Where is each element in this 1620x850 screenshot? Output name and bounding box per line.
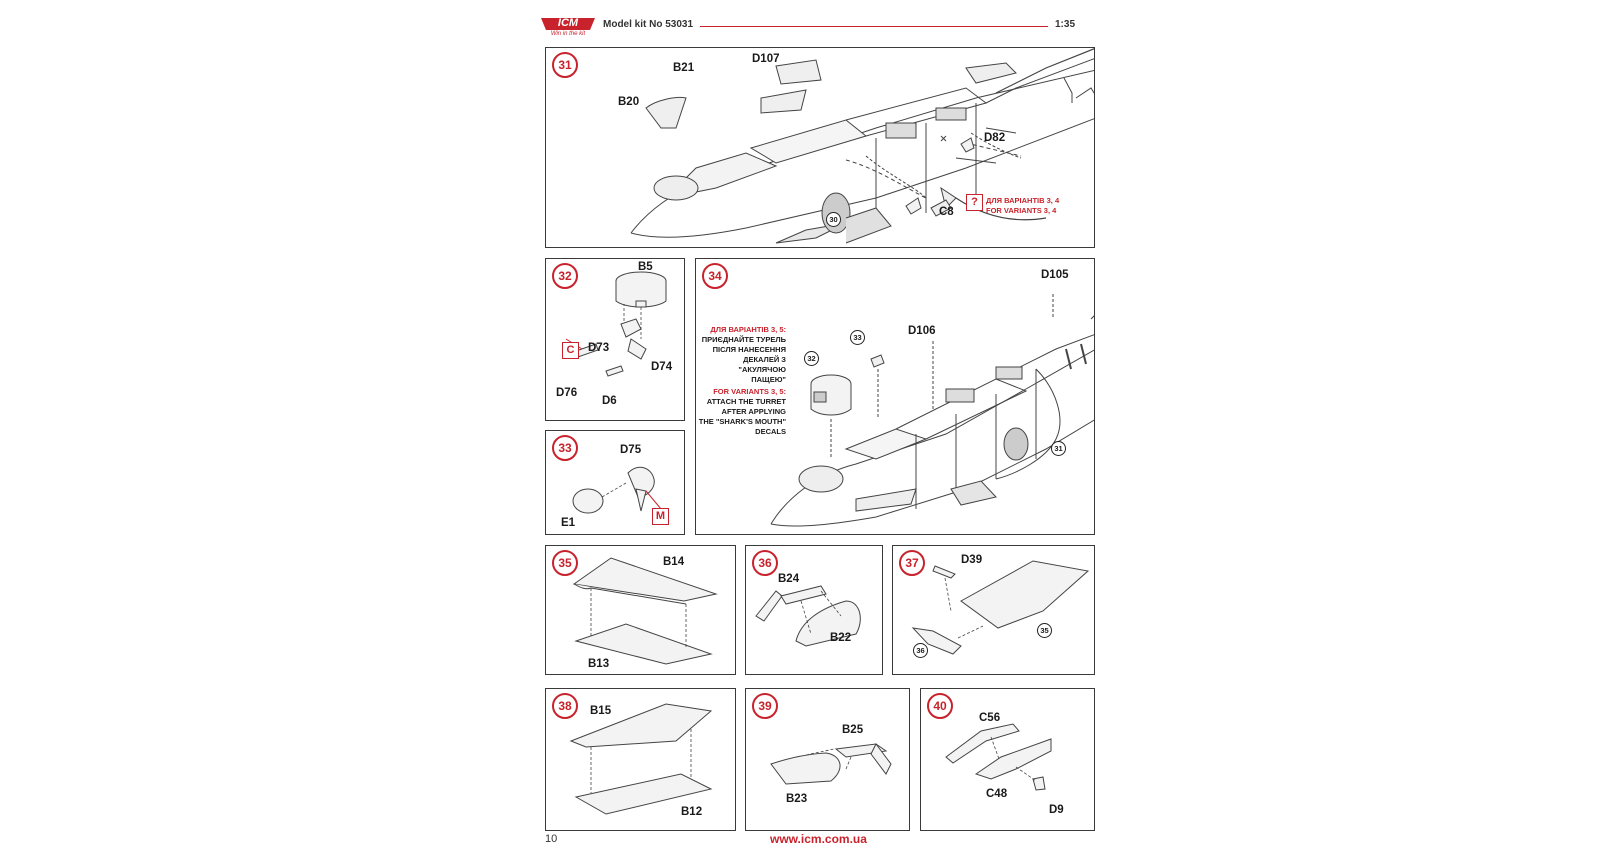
ref-step-36: 36 (913, 643, 928, 658)
part-label-b12: B12 (681, 806, 703, 818)
step-39-panel: 39 B25 B23 (745, 688, 910, 831)
step-35-panel: 35 B14 B13 (545, 545, 736, 675)
part-label-c8: C8 (939, 206, 954, 218)
part-label-c48: C48 (986, 788, 1008, 800)
part-label-d76: D76 (556, 387, 578, 399)
step-35-drawing (572, 557, 718, 665)
part-label-d73: D73 (588, 342, 610, 354)
part-label-b20: B20 (618, 96, 640, 108)
ref-step-33: 33 (850, 330, 865, 345)
step-32-panel: 32 B5 D73 D74 D76 D6 C (545, 258, 685, 421)
ref-step-32: 32 (804, 351, 819, 366)
part-label-d75: D75 (620, 444, 642, 456)
turret-note-en-line: DECALS (755, 427, 786, 436)
step-40-panel: 40 C56 C48 D9 (920, 688, 1095, 831)
part-label-d74: D74 (651, 361, 673, 373)
part-label-d39: D39 (961, 554, 983, 566)
step-32-drawing (565, 271, 667, 377)
part-label-d107: D107 (752, 53, 780, 65)
step-36-drawing (755, 585, 861, 647)
turret-note-ua-line: ПРИЄДНАЙТЕ ТУРЕЛЬ (701, 335, 786, 344)
turret-note-ua-line: ДЕКАЛЕЙ З "АКУЛЯЧОЮ (738, 355, 786, 374)
part-label-d9: D9 (1049, 804, 1064, 816)
part-label-d82: D82 (984, 132, 1006, 144)
turret-note-ua-line: ПАЩЕЮ" (751, 375, 786, 384)
color-code-box: C (562, 342, 579, 359)
step-38-panel: 38 B15 B12 (545, 688, 736, 831)
part-label-b13: B13 (588, 658, 610, 670)
part-label-b5: B5 (638, 261, 653, 273)
step-36-panel: 36 B24 B22 (745, 545, 883, 675)
step-37-panel: 37 D39 35 36 (892, 545, 1095, 675)
step-32-number: 32 (552, 263, 578, 289)
part-label-e1: E1 (561, 517, 576, 529)
turret-note-en-line: ATTACH THE TURRET (706, 397, 786, 406)
part-label-d106: D106 (908, 325, 936, 337)
step-37-drawing (911, 560, 1090, 655)
step-37-number: 37 (899, 550, 925, 576)
step-31-panel: 31 B21 D107 B20 D82 C8 30 ? ДЛЯ ВАРІАНТІ… (545, 47, 1095, 248)
header-rule (700, 26, 1048, 27)
part-label-b14: B14 (663, 556, 685, 568)
kit-label: Model kit No 53031 (603, 19, 694, 30)
step-31-drawing (630, 48, 1094, 244)
step-40-number: 40 (927, 693, 953, 719)
brand-logo: ICM Win in the kit (538, 14, 598, 42)
step-34-number: 34 (702, 263, 728, 289)
step-34-drawing (770, 294, 1094, 527)
part-label-b15: B15 (590, 705, 612, 717)
turret-note-ua-title: ДЛЯ ВАРІАНТІВ 3, 5: (710, 325, 786, 334)
step-39-number: 39 (752, 693, 778, 719)
step-38-number: 38 (552, 693, 578, 719)
part-label-b24: B24 (778, 573, 800, 585)
turret-note-en-line: AFTER APPLYING (721, 407, 786, 416)
step-35-number: 35 (552, 550, 578, 576)
part-label-b22: B22 (830, 632, 852, 644)
turret-note: ДЛЯ ВАРІАНТІВ 3, 5: ПРИЄДНАЙТЕ ТУРЕЛЬ ПІ… (696, 325, 786, 437)
ref-step-30: 30 (826, 212, 841, 227)
step-40-drawing (945, 723, 1052, 791)
step-31-number: 31 (552, 52, 578, 78)
turret-note-ua-line: ПІСЛЯ НАНЕСЕННЯ (712, 345, 786, 354)
part-label-d6: D6 (602, 395, 617, 407)
part-label-b25: B25 (842, 724, 864, 736)
turret-note-en-title: FOR VARIANTS 3, 5: (713, 387, 786, 396)
info-icon-box: ? (966, 194, 983, 211)
part-label-b23: B23 (786, 793, 808, 805)
website-link[interactable]: www.icm.com.ua (770, 832, 867, 846)
variant-note-ua: ДЛЯ ВАРІАНТІВ 3, 4 (986, 196, 1060, 205)
step-33-drawing (572, 466, 662, 514)
step-34-panel: 34 D105 D106 33 32 31 ДЛЯ ВАРІАНТІВ 3, 5… (695, 258, 1095, 535)
brand-tagline: Win in the kit (550, 31, 586, 37)
part-label-d105: D105 (1041, 269, 1069, 281)
variant-note-en: FOR VARIANTS 3, 4 (986, 206, 1057, 215)
step-39-drawing (770, 743, 892, 785)
part-label-c56: C56 (979, 712, 1001, 724)
step-33-panel: 33 D75 E1 M (545, 430, 685, 535)
step-36-number: 36 (752, 550, 778, 576)
page-number: 10 (545, 833, 558, 845)
brand-name: ICM (557, 17, 579, 29)
turret-note-en-line: THE "SHARK'S MOUTH" (698, 417, 786, 426)
ref-step-35: 35 (1037, 623, 1052, 638)
step-33-number: 33 (552, 435, 578, 461)
part-label-b21: B21 (673, 62, 695, 74)
color-code-box-m: M (652, 508, 669, 525)
scale-label: 1:35 (1055, 19, 1076, 30)
step-38-drawing (569, 703, 713, 815)
ref-step-31: 31 (1051, 441, 1066, 456)
